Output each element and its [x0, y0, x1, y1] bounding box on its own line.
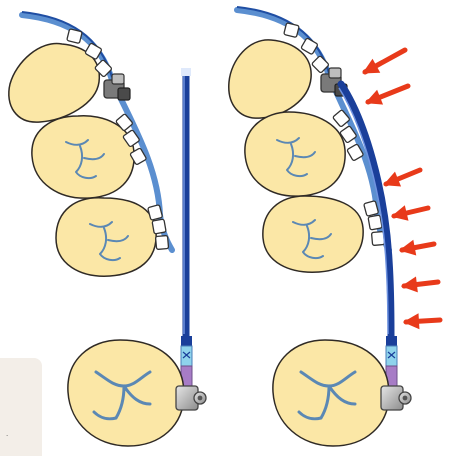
canine-hook-bracket: [104, 74, 130, 100]
molar-tooth: [68, 340, 184, 446]
force-arrow-icon: [401, 277, 438, 293]
force-arrow-icon: [403, 313, 440, 329]
bracket: [152, 219, 166, 234]
force-arrow-icon: [362, 50, 405, 73]
force-arrow-icon: [399, 240, 434, 256]
force-arrow-icon: [383, 170, 420, 186]
buccal-tube-icon: [381, 386, 411, 410]
premolar-tooth: [245, 112, 345, 196]
panel-activated: [229, 7, 411, 446]
panel-passive: [9, 12, 206, 446]
premolar-tooth: [263, 196, 363, 272]
bracket: [67, 29, 83, 44]
force-arrow-icon: [391, 205, 428, 221]
bracket: [155, 235, 168, 249]
bracket: [371, 231, 384, 245]
bracket: [284, 23, 300, 38]
canine-tooth: [9, 44, 100, 123]
spring-wire-tip: [181, 68, 191, 76]
bracket: [364, 201, 379, 217]
canine-tooth: [229, 40, 311, 118]
bracket: [148, 205, 163, 221]
force-arrow-icon: [365, 86, 408, 105]
molar-tooth: [273, 340, 389, 446]
buccal-tube-icon: [176, 386, 206, 410]
bracket: [368, 215, 382, 230]
